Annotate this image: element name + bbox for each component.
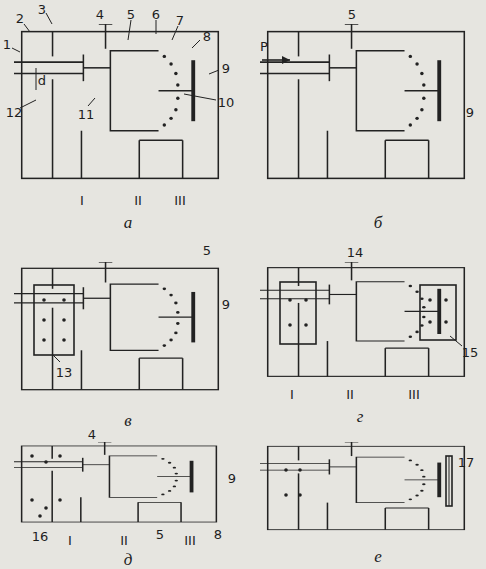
- callout-number: 11: [78, 108, 95, 121]
- callout-number: d: [38, 74, 46, 87]
- callout-number: II: [120, 534, 128, 547]
- callout-number: I: [80, 194, 84, 207]
- callout-number: 3: [38, 2, 46, 15]
- callout-number: P: [260, 40, 268, 53]
- figure-letter: в: [124, 412, 131, 429]
- callout-number: 5: [156, 528, 164, 541]
- callout-number: 15: [462, 346, 479, 359]
- callout-number: III: [174, 194, 186, 207]
- figure-letter: б: [374, 214, 383, 231]
- callout-number: 4: [96, 8, 104, 21]
- callout-number: 4: [88, 428, 96, 441]
- callout-number: 8: [214, 528, 222, 541]
- callout-number: 9: [222, 298, 230, 311]
- figure-letter: д: [124, 550, 133, 567]
- callout-number: 12: [6, 106, 23, 119]
- callout-number: III: [184, 534, 196, 547]
- callout-number: 8: [203, 30, 211, 43]
- callout-number: 2: [16, 12, 24, 25]
- callout-number: 16: [32, 530, 49, 543]
- callout-number: 9: [228, 472, 236, 485]
- callout-number: I: [290, 388, 294, 401]
- callout-number: 6: [152, 8, 160, 21]
- callout-number: 1: [3, 38, 11, 51]
- callout-number: 7: [176, 14, 184, 27]
- callout-number: 5: [348, 8, 356, 21]
- callout-number: 17: [458, 456, 475, 469]
- figure-letter: е: [374, 548, 382, 565]
- callout-number: 5: [203, 244, 211, 257]
- callout-number: II: [134, 194, 142, 207]
- callout-number: 5: [127, 8, 135, 21]
- figure-letter: а: [124, 214, 133, 231]
- callout-number: II: [346, 388, 354, 401]
- figure-letter: г: [357, 408, 364, 425]
- callout-number: 14: [347, 246, 364, 259]
- callout-number: 13: [56, 366, 73, 379]
- callout-number: I: [68, 534, 72, 547]
- callout-number: 9: [222, 62, 230, 75]
- callout-number: III: [408, 388, 420, 401]
- callout-number: 10: [218, 96, 235, 109]
- callout-number: 9: [466, 106, 474, 119]
